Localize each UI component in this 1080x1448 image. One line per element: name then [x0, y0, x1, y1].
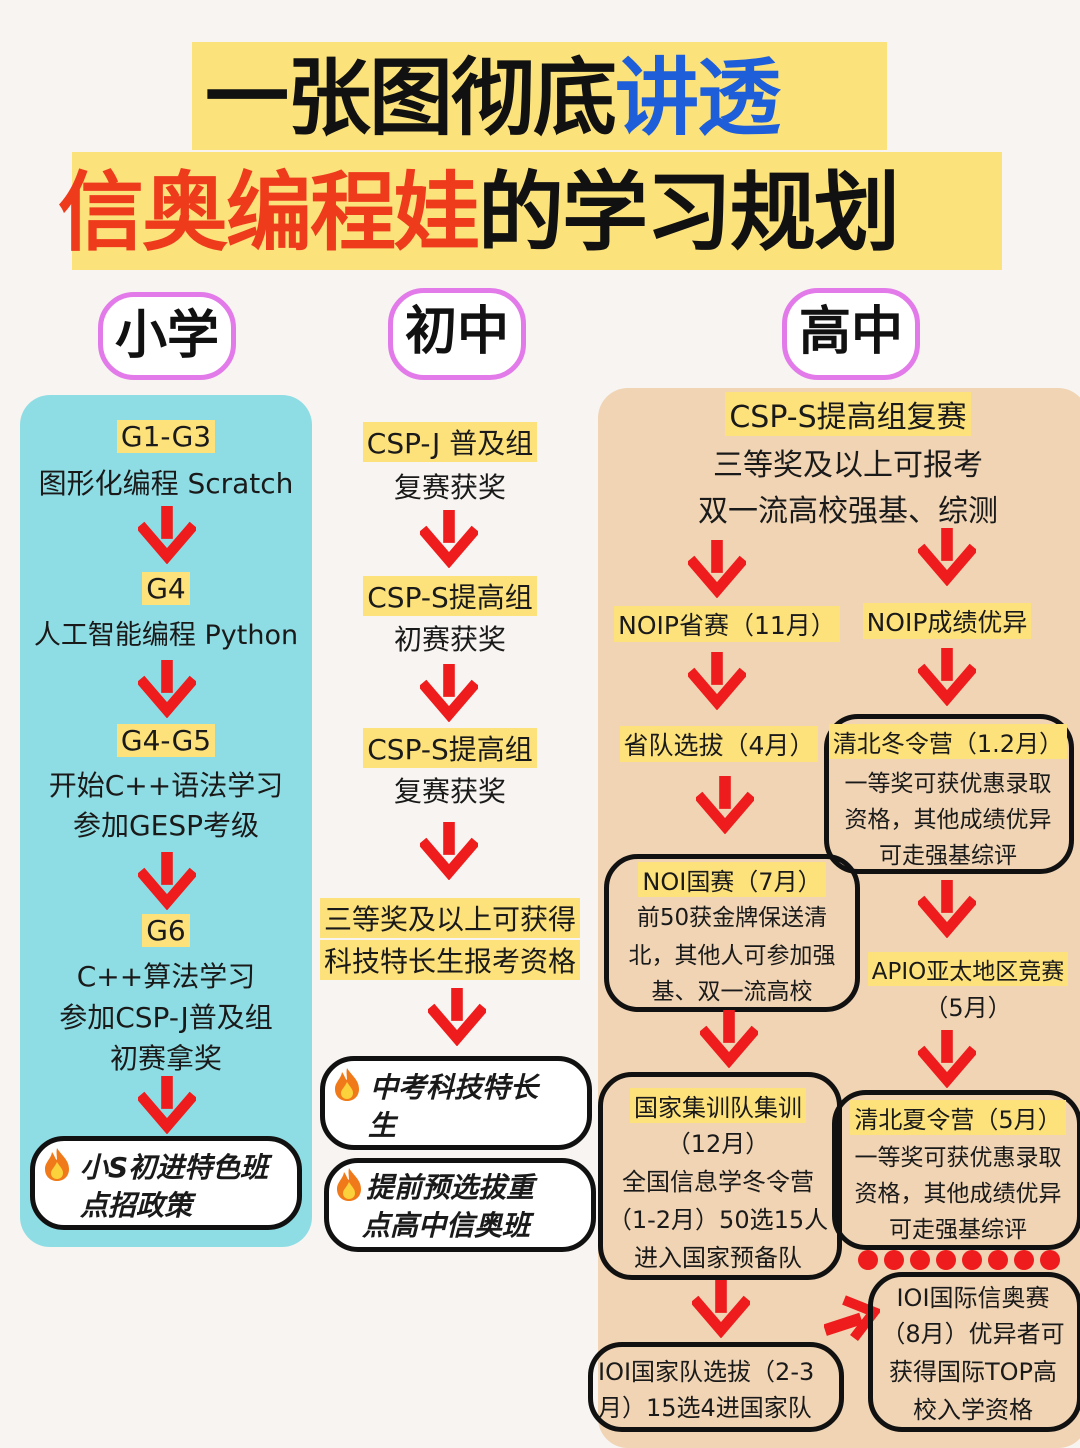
down-arrow-icon: [696, 776, 754, 834]
middle-box2-line2: 点高中信奥班: [362, 1209, 531, 1242]
stage-middle: 初中: [388, 288, 526, 380]
primary-g6-text2: 参加CSP-J普及组: [59, 1001, 273, 1034]
high-noi-box: [604, 854, 860, 1012]
high-summer-1: 清北夏令营（5月）: [836, 1100, 1080, 1135]
middle-box1-line1: 中考科技特长: [370, 1071, 539, 1104]
middle-box1-line2: 生: [368, 1109, 397, 1142]
primary-g45-label: G4-G5: [20, 724, 312, 757]
high-summer-2: 一等奖可获优惠录取: [854, 1145, 1062, 1171]
title-band-2: [72, 152, 1002, 270]
high-top-3: 双一流高校强基、综测: [698, 494, 998, 529]
down-arrow-icon: [700, 1010, 758, 1068]
high-summer-4: 可走强基综评: [889, 1217, 1027, 1243]
title-black-part-2: 的学习规划: [478, 163, 900, 263]
fire-icon: [334, 1166, 364, 1202]
high-winter-2: 一等奖可获优惠录取: [844, 771, 1052, 797]
stage-high: 高中: [782, 288, 920, 380]
high-noi-3: 北，其他人可参加强: [628, 943, 836, 969]
middle-s2b: 初赛获奖: [393, 623, 506, 656]
high-ioi-selection-box: [588, 1342, 844, 1432]
high-noi-4: 基、双一流高校: [651, 979, 813, 1005]
middle-policy-box-1: [320, 1056, 592, 1150]
primary-g6-text1: C++算法学习: [76, 960, 256, 993]
down-arrow-icon: [428, 988, 486, 1046]
middle-s1b: 复赛获奖: [393, 471, 506, 504]
fire-icon: [42, 1146, 72, 1182]
primary-g45-text2: 参加GESP考级: [72, 809, 260, 842]
high-ioi-selection-1: IOI国家队选拔（2-3: [598, 1358, 815, 1386]
high-noi-2: 前50获金牌保送清: [636, 905, 828, 931]
down-arrow-icon: [420, 510, 478, 568]
high-summer-3: 资格，其他成绩优异: [854, 1181, 1062, 1207]
high-ioi-3: 获得国际TOP高: [888, 1358, 1058, 1386]
high-winter-3: 资格，其他成绩优异: [844, 807, 1052, 833]
title-red-part: 信奥编程娃: [58, 163, 480, 263]
down-arrow-icon: [692, 1280, 750, 1338]
middle-s3b: 复赛获奖: [393, 775, 506, 808]
down-arrow-icon: [918, 648, 976, 706]
high-camp-4: （1-2月）50选15人: [607, 1206, 829, 1234]
title-blue-part: 讲透: [615, 49, 781, 147]
high-ioi-box: [868, 1272, 1080, 1432]
high-province: 省队选拔（4月）: [614, 726, 824, 762]
high-apio-2: （5月）: [924, 994, 1012, 1022]
primary-g1-label: G1-G3: [20, 420, 312, 453]
down-arrow-icon: [688, 652, 746, 710]
middle-s3a: CSP-S提高组: [310, 728, 590, 768]
high-camp-5: 进入国家预备队: [634, 1244, 802, 1272]
primary-g6-label: G6: [20, 914, 312, 947]
primary-policy-box: [30, 1136, 302, 1230]
right-arrow-icon: [824, 1295, 880, 1342]
high-camp-3: 全国信息学冬令营: [622, 1168, 814, 1196]
middle-s4b: 科技特长生报考资格: [305, 940, 595, 980]
high-camp-1: 国家集训队集训: [598, 1088, 838, 1123]
middle-s4a: 三等奖及以上可获得: [305, 898, 595, 938]
primary-policy-line1: 小S初进特色班: [80, 1151, 269, 1184]
primary-g4-text: 人工智能编程 Python: [33, 620, 299, 651]
down-arrow-icon: [138, 1076, 196, 1134]
high-apio-1: APIO亚太地区竞赛: [856, 952, 1080, 986]
high-ioi-2: （8月）优异者可: [881, 1320, 1065, 1348]
high-noi-1: NOI国赛（7月）: [604, 862, 860, 897]
primary-g45-text1: 开始C++语法学习: [48, 769, 284, 802]
high-winter-4: 可走强基综评: [879, 843, 1017, 869]
fire-icon: [332, 1066, 362, 1102]
title-band-1: [192, 42, 887, 150]
down-arrow-icon: [918, 528, 976, 586]
high-winter-1: 清北冬令营（1.2月）: [826, 724, 1070, 759]
title-line-1: 一张图彻底讲透: [205, 56, 781, 140]
middle-s2a: CSP-S提高组: [310, 576, 590, 616]
primary-policy-line2: 点招政策: [80, 1189, 193, 1222]
high-ioi-4: 校入学资格: [913, 1396, 1033, 1424]
high-top-1: CSP-S提高组复赛: [598, 392, 1080, 436]
down-arrow-icon: [138, 852, 196, 910]
down-arrow-icon: [138, 506, 196, 564]
high-summer-box: [832, 1090, 1080, 1250]
high-camp-box: [598, 1072, 842, 1280]
high-noip-excellent: NOIP成绩优异: [852, 603, 1042, 639]
high-ioi-1: IOI国际信奥赛: [896, 1284, 1050, 1312]
down-arrow-icon: [138, 660, 196, 718]
title-black-part: 一张图彻底: [205, 49, 617, 147]
primary-g1-text: 图形化编程 Scratch: [38, 467, 294, 500]
middle-policy-box-2: [324, 1158, 596, 1252]
high-ioi-selection-2: 月）15选4进国家队: [598, 1394, 812, 1422]
title-line-2: 信奥编程娃的学习规划: [58, 170, 900, 256]
middle-box2-line1: 提前预选拔重: [366, 1171, 535, 1204]
high-top-2: 三等奖及以上可报考: [713, 448, 983, 483]
down-arrow-icon: [420, 822, 478, 880]
primary-g4-label: G4: [20, 572, 312, 605]
high-panel: [598, 388, 1080, 1448]
down-arrow-icon: [918, 880, 976, 938]
middle-s1a: CSP-J 普及组: [310, 422, 590, 462]
primary-g6-text3: 初赛拿奖: [109, 1042, 222, 1075]
high-noip: NOIP省赛（11月）: [612, 606, 842, 642]
down-arrow-icon: [420, 664, 478, 722]
high-winter-box: [824, 714, 1074, 874]
down-arrow-icon: [688, 540, 746, 598]
stage-primary: 小学: [98, 292, 236, 380]
high-camp-2: （12月）: [666, 1130, 770, 1158]
down-arrow-icon: [918, 1030, 976, 1088]
